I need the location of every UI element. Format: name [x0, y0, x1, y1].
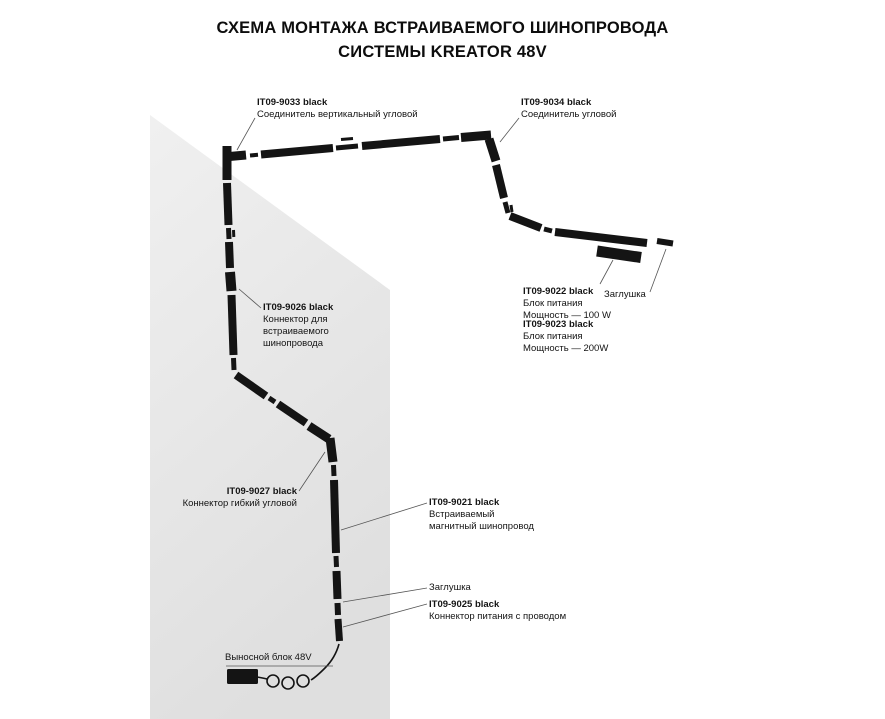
- part-desc: магнитный шинопровод: [429, 521, 534, 532]
- part-code: IT09-9023 black: [523, 319, 594, 330]
- part-desc: Блок питания: [523, 298, 583, 309]
- flex-corner-connector-9027-b: [325, 437, 338, 463]
- part-desc: Мощность — 200W: [523, 343, 609, 354]
- label-external-power-block: Выносной блок 48V: [225, 652, 312, 664]
- track-segment: [223, 182, 233, 226]
- part-desc: Блок питания: [523, 331, 583, 342]
- leader-endcap-top: [649, 248, 667, 293]
- label-recessed-connector: IT09-9026 black Коннектор для встраиваем…: [263, 302, 333, 350]
- power-feed-connector-9025-piece: [334, 618, 343, 642]
- label-psu-100: IT09-9022 black Блок питания Мощность — …: [523, 286, 611, 322]
- track-segment: [225, 241, 234, 269]
- power-cord: [256, 643, 340, 690]
- label-power-feed-connector: IT09-9025 black Коннектор питания с пров…: [429, 599, 566, 623]
- leader-psu: [599, 259, 614, 285]
- page-title: СХЕМА МОНТАЖА ВСТРАИВАЕМОГО ШИНОПРОВОДА …: [0, 16, 885, 64]
- track-segment: [260, 144, 334, 159]
- track-wall-run: [223, 182, 343, 642]
- part-code: IT09-9025 black: [429, 599, 500, 610]
- part-desc: встраиваемого: [263, 326, 329, 337]
- leader-9026: [238, 288, 262, 309]
- power-supply-block: [596, 245, 642, 263]
- part-desc: Коннектор гибкий угловой: [182, 498, 297, 509]
- external-power-block: [227, 669, 258, 684]
- part-desc: Выносной блок 48V: [225, 652, 312, 663]
- part-desc: Коннектор питания с проводом: [429, 611, 567, 622]
- corner-connector-9034-down: [484, 137, 501, 163]
- flex-corner-connector-9027-a: [306, 422, 332, 443]
- label-vertical-corner-connector: IT09-9033 black Соединитель вертикальный…: [257, 97, 418, 121]
- part-desc: Соединитель угловой: [521, 109, 617, 120]
- corner-connector-9034-horizontal: [460, 130, 492, 142]
- part-desc: Заглушка: [429, 582, 471, 593]
- track-ceiling-run: [222, 130, 674, 263]
- part-code: IT09-9034 black: [521, 97, 592, 108]
- part-desc: Встраиваемый: [429, 509, 495, 520]
- track-segment: [332, 570, 342, 600]
- leader-9034: [499, 117, 520, 143]
- leader-9033: [236, 117, 256, 151]
- leader-9027: [298, 451, 326, 492]
- label-endcap-top: Заглушка: [604, 289, 646, 301]
- recessed-connector-9026-piece: [225, 271, 237, 292]
- part-desc: Заглушка: [604, 289, 646, 300]
- track-segment: [492, 164, 508, 199]
- track-segment: [275, 400, 309, 427]
- track-segment: [508, 212, 543, 232]
- track-segment: [554, 228, 648, 247]
- part-desc: Коннектор для: [263, 314, 328, 325]
- corner-connector-9033-horizontal: [223, 150, 247, 162]
- label-flex-corner-connector: IT09-9027 black Коннектор гибкий угловой: [150, 486, 297, 510]
- title-line-2: СИСТЕМЫ KREATOR 48V: [338, 43, 547, 61]
- label-corner-connector: IT09-9034 black Соединитель угловой: [521, 97, 616, 121]
- part-code: IT09-9022 black: [523, 286, 594, 297]
- leader-9021: [340, 502, 428, 531]
- endcap-top-piece: [656, 238, 674, 247]
- title-line-1: СХЕМА МОНТАЖА ВСТРАИВАЕМОГО ШИНОПРОВОДА: [216, 19, 669, 37]
- track-segment: [330, 479, 340, 554]
- track-segment: [233, 371, 269, 400]
- track-segment: [361, 135, 441, 150]
- wall-plane: [150, 115, 390, 719]
- part-code: IT09-9033 black: [257, 97, 328, 108]
- part-code: IT09-9021 black: [429, 497, 500, 508]
- leader-lines: [226, 117, 667, 667]
- leader-9025: [342, 603, 428, 628]
- label-psu-200: IT09-9023 black Блок питания Мощность — …: [523, 319, 608, 355]
- label-magnetic-track: IT09-9021 black Встраиваемый магнитный ш…: [429, 497, 534, 533]
- endcap-bottom-piece: [334, 602, 341, 616]
- part-code: IT09-9026 black: [263, 302, 334, 313]
- part-code: IT09-9027 black: [226, 486, 297, 497]
- part-desc: Соединитель вертикальный угловой: [257, 109, 418, 120]
- leader-endcap-bottom: [342, 587, 428, 603]
- part-desc: Мощность — 100 W: [523, 310, 611, 321]
- part-desc: шинопровода: [263, 338, 324, 349]
- track-segment: [227, 294, 238, 356]
- label-endcap-bottom: Заглушка: [429, 582, 471, 594]
